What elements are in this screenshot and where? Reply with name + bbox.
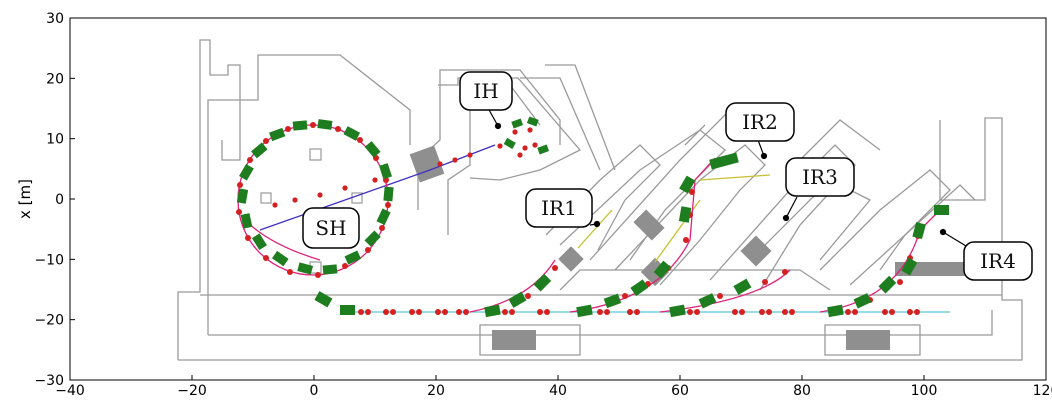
y-axis-label: x [m] [16,179,34,219]
dipole-magnets [236,116,949,318]
callout-IR1: IR1 [525,188,593,228]
callout-SH: SH [302,207,360,249]
y-tick-label: 10 [46,132,64,148]
x-tick-label: 40 [549,383,567,399]
building-walls [177,39,1023,361]
x-tick-label: −20 [177,383,207,399]
y-tick-label: 20 [46,71,64,87]
callout-label: IR3 [802,165,838,189]
y-tick-label: −10 [34,252,64,268]
region-callouts: SH IH IR1 IR2 IR3 IR4 [302,71,1033,281]
y-tick-label: −30 [34,373,64,389]
x-tick-label: 20 [427,383,445,399]
y-tick-label: 30 [46,11,64,27]
callout-IH: IH [459,71,513,111]
callout-label: SH [315,216,346,240]
callout-label: IR2 [742,110,778,134]
callout-IR2: IR2 [725,102,795,142]
callout-label: IR4 [980,249,1016,273]
x-tick-label: 100 [911,383,938,399]
y-tick-label: −20 [34,313,64,329]
callout-IR4: IR4 [963,241,1033,281]
x-axis-ticks: −40 −20 0 20 40 60 80 100 120 [55,375,1052,399]
y-axis-ticks: 30 20 10 0 −10 −20 −30 [34,11,75,389]
x-tick-label: 120 [1033,383,1052,399]
x-tick-label: 80 [793,383,811,399]
callout-leaders [487,107,967,247]
y-tick-label: 0 [55,192,64,208]
x-tick-label: 60 [671,383,689,399]
callout-label: IH [473,79,498,103]
x-tick-label: 0 [310,383,319,399]
callout-IR3: IR3 [785,157,855,197]
x-tick-label: −40 [55,383,85,399]
callout-label: IR1 [541,196,577,220]
